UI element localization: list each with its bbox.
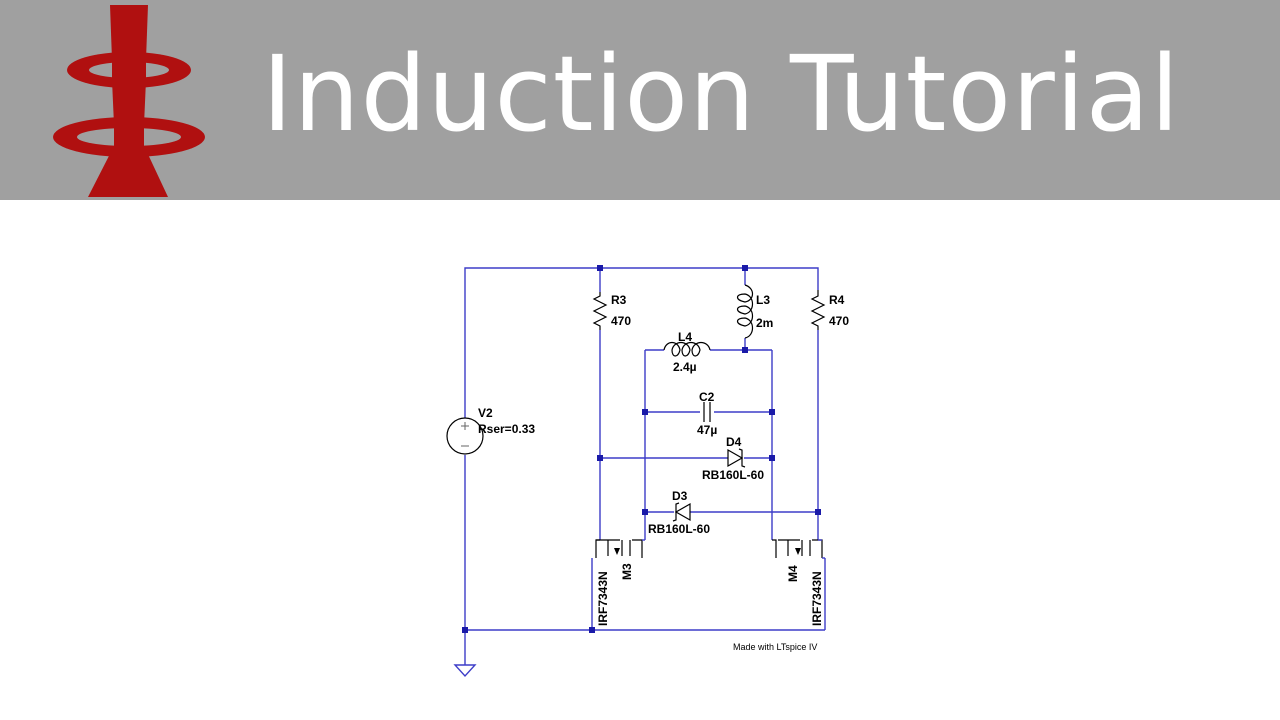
m4-value: IRF7343N	[810, 571, 824, 626]
diode-d3: D3 RB160L-60	[648, 489, 710, 536]
v2-name: V2	[478, 406, 493, 420]
tesla-coil-logo	[53, 5, 205, 197]
r4-name: R4	[829, 293, 845, 307]
d3-value: RB160L-60	[648, 522, 710, 536]
v2-value: Rser=0.33	[478, 422, 535, 436]
inductor-l3: L3 2m	[736, 284, 773, 339]
l4-value: 2.4µ	[673, 360, 697, 374]
voltage-source-v2: V2 Rser=0.33	[446, 406, 535, 455]
page-title: Induction Tutorial	[262, 33, 1181, 155]
ltspice-credit: Made with LTspice IV	[733, 642, 817, 652]
mosfet-m4: M4 IRF7343N	[772, 539, 825, 626]
resistor-r4: R4 470	[810, 290, 849, 330]
m3-value: IRF7343N	[596, 571, 610, 626]
inductor-l4: L4 2.4µ	[663, 330, 711, 374]
r3-value: 470	[611, 314, 631, 328]
ground-symbol	[453, 664, 477, 678]
capacitor-c2: C2 47µ	[697, 390, 717, 437]
diode-d4: D4 RB160L-60	[702, 435, 764, 482]
c2-name: C2	[699, 390, 715, 404]
r4-value: 470	[829, 314, 849, 328]
m4-name: M4	[786, 565, 800, 582]
wires	[464, 267, 826, 665]
m3-name: M3	[620, 563, 634, 580]
r3-name: R3	[611, 293, 627, 307]
resistor-r3: R3 470	[592, 292, 631, 330]
l3-name: L3	[756, 293, 770, 307]
l3-value: 2m	[756, 316, 773, 330]
c2-value: 47µ	[697, 423, 717, 437]
header-banner: Induction Tutorial	[0, 0, 1280, 200]
mosfet-m3: IRF7343N M3	[595, 539, 645, 626]
d3-name: D3	[672, 489, 688, 503]
d4-value: RB160L-60	[702, 468, 764, 482]
d4-name: D4	[726, 435, 742, 449]
l4-name: L4	[678, 330, 692, 344]
junction-nodes	[462, 265, 821, 633]
